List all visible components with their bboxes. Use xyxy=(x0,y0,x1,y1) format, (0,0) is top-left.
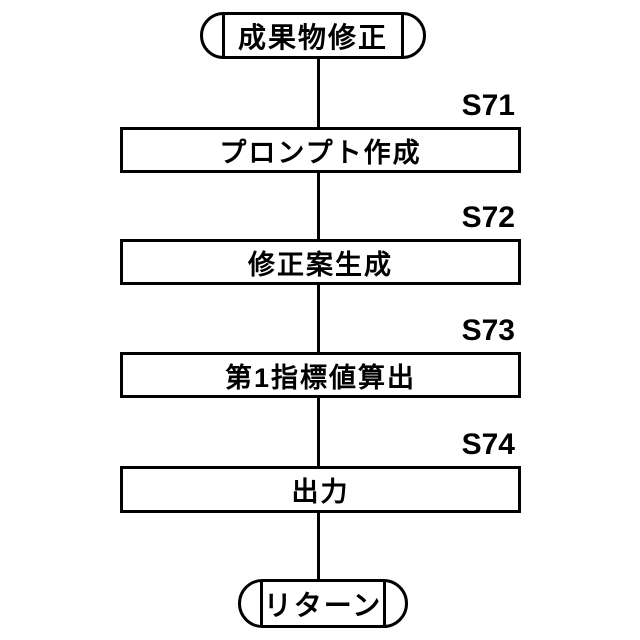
connector-line xyxy=(317,173,320,239)
process-box-s72: 修正案生成 xyxy=(120,239,521,285)
step-id-s73: S73 xyxy=(461,314,515,347)
connector-line xyxy=(317,285,320,352)
terminator-cap-divider xyxy=(401,15,404,56)
end-label: リターン xyxy=(263,589,383,621)
process-box-s74: 出力 xyxy=(120,466,521,513)
terminator-cap-divider xyxy=(260,582,263,625)
terminator-cap-divider xyxy=(383,582,386,625)
process-label: 出力 xyxy=(291,477,350,507)
process-label: プロンプト作成 xyxy=(219,137,422,168)
start-label: 成果物修正 xyxy=(237,21,388,53)
terminator-cap-divider xyxy=(222,15,225,56)
process-box-s71: プロンプト作成 xyxy=(120,127,521,173)
step-id-s74: S74 xyxy=(461,428,515,461)
end-terminator: リターン xyxy=(238,579,408,628)
step-id-s72: S72 xyxy=(461,201,515,234)
step-id-s71: S71 xyxy=(461,89,515,122)
process-box-s73: 第1指標値算出 xyxy=(120,352,521,398)
connector-line xyxy=(317,398,320,466)
connector-line xyxy=(317,513,320,580)
process-label: 第1指標値算出 xyxy=(224,362,417,393)
start-terminator: 成果物修正 xyxy=(200,12,426,59)
connector-line xyxy=(317,58,320,128)
process-label: 修正案生成 xyxy=(248,249,393,280)
